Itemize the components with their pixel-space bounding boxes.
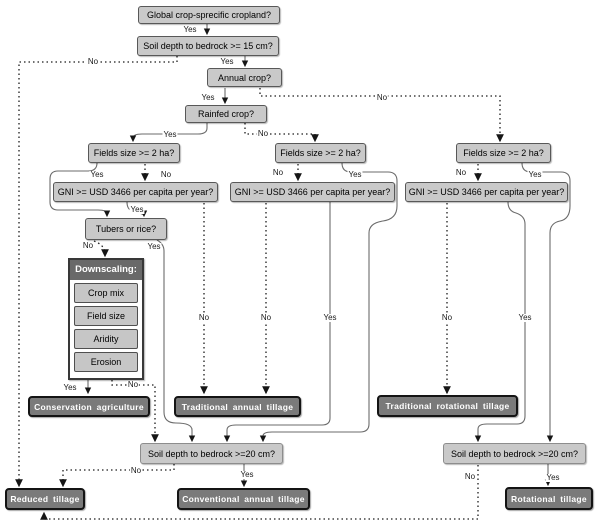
node-traditional-rotational-tillage: Traditional rotational tillage [377,395,518,417]
node-soil-depth-20-left: Soil depth to bedrock >=20 cm? [140,443,283,464]
edge-label-yes: Yes [545,473,561,482]
edge-gniR-yes [474,201,526,443]
edge-label-no: No [454,168,468,177]
edge-label-no: No [197,313,211,322]
edge-label-no: No [375,93,389,102]
downscaling-item-field-size: Field size [74,306,138,326]
edge-annual-no [259,88,504,143]
node-soil-depth-15: Soil depth to bedrock >= 15 cm? [137,36,279,56]
edge-label-yes: Yes [347,170,363,179]
node-rainfed-crop: Rainfed crop? [185,105,267,123]
edge-label-yes: Yes [200,93,216,102]
node-annual-crop: Annual crop? [207,68,282,87]
edge-gniM-yes [223,202,331,443]
node-gni-left: GNI >= USD 3466 per capita per year? [53,182,218,202]
node-downscaling: Downscaling: Crop mix Field size Aridity… [68,258,144,380]
edge-label-no: No [259,313,273,322]
edge-label-yes: Yes [89,170,105,179]
node-conventional-annual-tillage: Conventional annual tillage [177,488,310,510]
edge-label-no: No [271,168,285,177]
edge-label-yes: Yes [517,313,533,322]
node-reduced-tillage: Reduced tillage [5,488,85,510]
edge-label-no: No [81,241,95,250]
edge-label-no: No [440,313,454,322]
edge-label-yes: Yes [527,170,543,179]
edge-label-yes: Yes [219,57,235,66]
edge-label-yes: Yes [62,383,78,392]
edge-label-yes: Yes [162,130,178,139]
node-global-cropland: Global crop-sprecific cropland? [138,6,280,24]
edge-label-yes: Yes [239,470,255,479]
node-soil-depth-20-right: Soil depth to bedrock >=20 cm? [443,443,586,464]
node-fields-size-right: Fields size >= 2 ha? [456,143,551,163]
edge-label-no: No [159,170,173,179]
downscaling-header: Downscaling: [70,260,142,280]
edge-label-no: No [126,380,140,389]
node-rotational-tillage: Rotational tillage [505,487,593,510]
node-conservation-agriculture: Conservation agriculture [28,396,150,417]
edge-label-no: No [86,57,100,66]
node-gni-right: GNI >= USD 3466 per capita per year? [405,182,568,202]
edge-fieldsM-yes [259,162,398,443]
downscaling-item-crop-mix: Crop mix [74,283,138,303]
edge-fieldsL-yes [49,162,111,218]
node-traditional-annual-tillage: Traditional annual tillage [174,396,301,417]
node-gni-mid: GNI >= USD 3466 per capita per year? [230,182,395,202]
edge-rainfed-no [244,123,319,143]
edge-soil20R-no [40,465,479,520]
node-fields-size-left: Fields size >= 2 ha? [88,143,180,163]
edge-label-yes: Yes [129,205,145,214]
edge-label-no: No [256,129,270,138]
edge-tubers-no [93,240,109,258]
downscaling-item-erosion: Erosion [74,352,138,372]
edge-fieldsR-yes [521,162,571,443]
downscaling-item-aridity: Aridity [74,329,138,349]
edge-label-yes: Yes [182,25,198,34]
node-tubers-or-rice: Tubers or rice? [85,218,167,240]
edge-label-no: No [129,466,143,475]
node-fields-size-mid: Fields size >= 2 ha? [275,143,366,163]
edge-label-no: No [463,472,477,481]
edge-label-yes: Yes [322,313,338,322]
edge-soil20L-no [59,464,175,488]
edge-tubers-yes [156,239,196,443]
edge-label-yes: Yes [146,242,162,251]
